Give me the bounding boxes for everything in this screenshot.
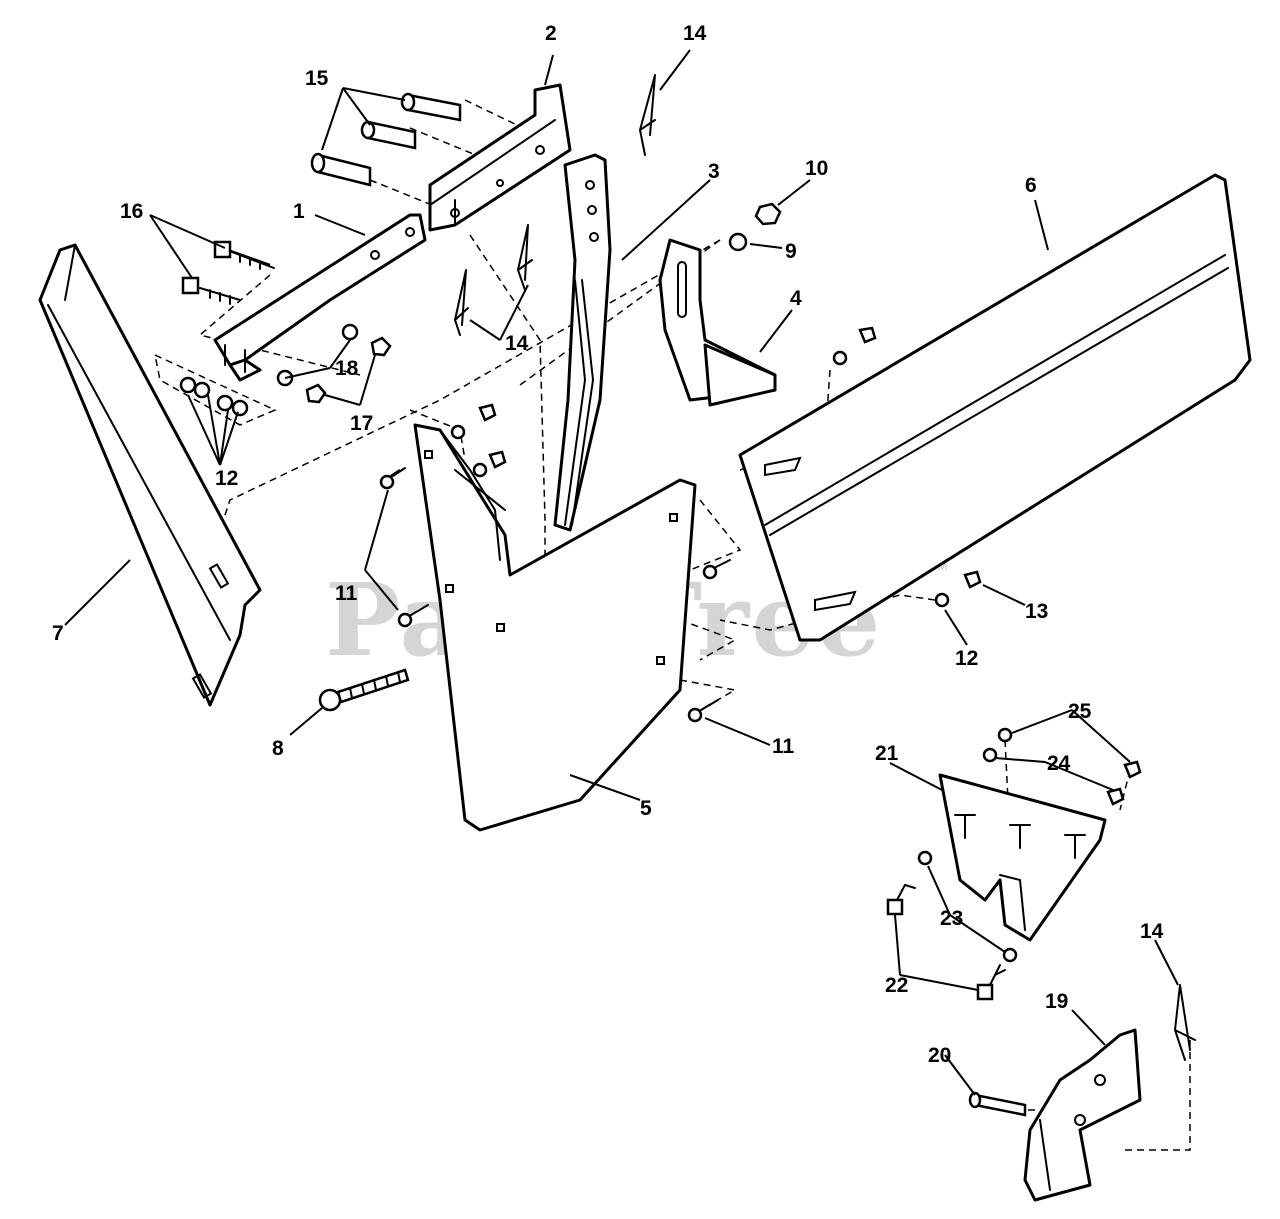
callout-20: 20 [928, 1044, 951, 1067]
callout-14-mid: 14 [505, 332, 529, 355]
leader-lines [64, 49, 1179, 1096]
callout-6: 6 [1025, 174, 1037, 197]
callout-14-bottom: 14 [1140, 920, 1164, 943]
part-4-brace [658, 238, 777, 407]
callout-5: 5 [640, 797, 652, 820]
part-6-blade [738, 173, 1252, 642]
part-19-hitch-bracket [1023, 1028, 1142, 1202]
callout-12-left: 12 [215, 467, 238, 490]
callout-3: 3 [708, 160, 720, 183]
callout-22: 22 [885, 974, 908, 997]
callout-25: 25 [1068, 700, 1092, 723]
callout-9: 9 [785, 240, 797, 263]
callout-17: 17 [350, 412, 373, 435]
callout-18: 18 [335, 357, 359, 380]
callout-2: 2 [545, 22, 557, 45]
part-1-frame-arm [213, 213, 427, 382]
callout-1: 1 [293, 200, 305, 223]
callout-14-top: 14 [683, 22, 707, 45]
callout-11-right: 11 [772, 735, 795, 758]
callout-4: 4 [790, 287, 802, 310]
callout-19: 19 [1045, 990, 1068, 1013]
callouts: 2 14 15 3 10 6 16 1 9 4 14 18 17 12 11 1… [52, 22, 1164, 1067]
callout-21: 21 [875, 742, 899, 765]
part-5-center-plate [413, 423, 697, 832]
callout-23: 23 [940, 907, 963, 930]
callout-10: 10 [805, 157, 828, 180]
part-2-frame-bracket [428, 83, 572, 232]
hardware [179, 74, 1196, 1117]
callout-13: 13 [1025, 600, 1048, 623]
part-21-scraper [938, 773, 1107, 942]
callout-7: 7 [52, 622, 64, 645]
callout-8: 8 [272, 737, 284, 760]
callout-16: 16 [120, 200, 143, 223]
callout-24: 24 [1047, 752, 1071, 775]
part-7-blade [38, 243, 262, 707]
callout-11-left: 11 [335, 582, 358, 605]
callout-12-right: 12 [955, 647, 978, 670]
callout-15: 15 [305, 67, 329, 90]
part-3-curved-support [553, 153, 612, 532]
